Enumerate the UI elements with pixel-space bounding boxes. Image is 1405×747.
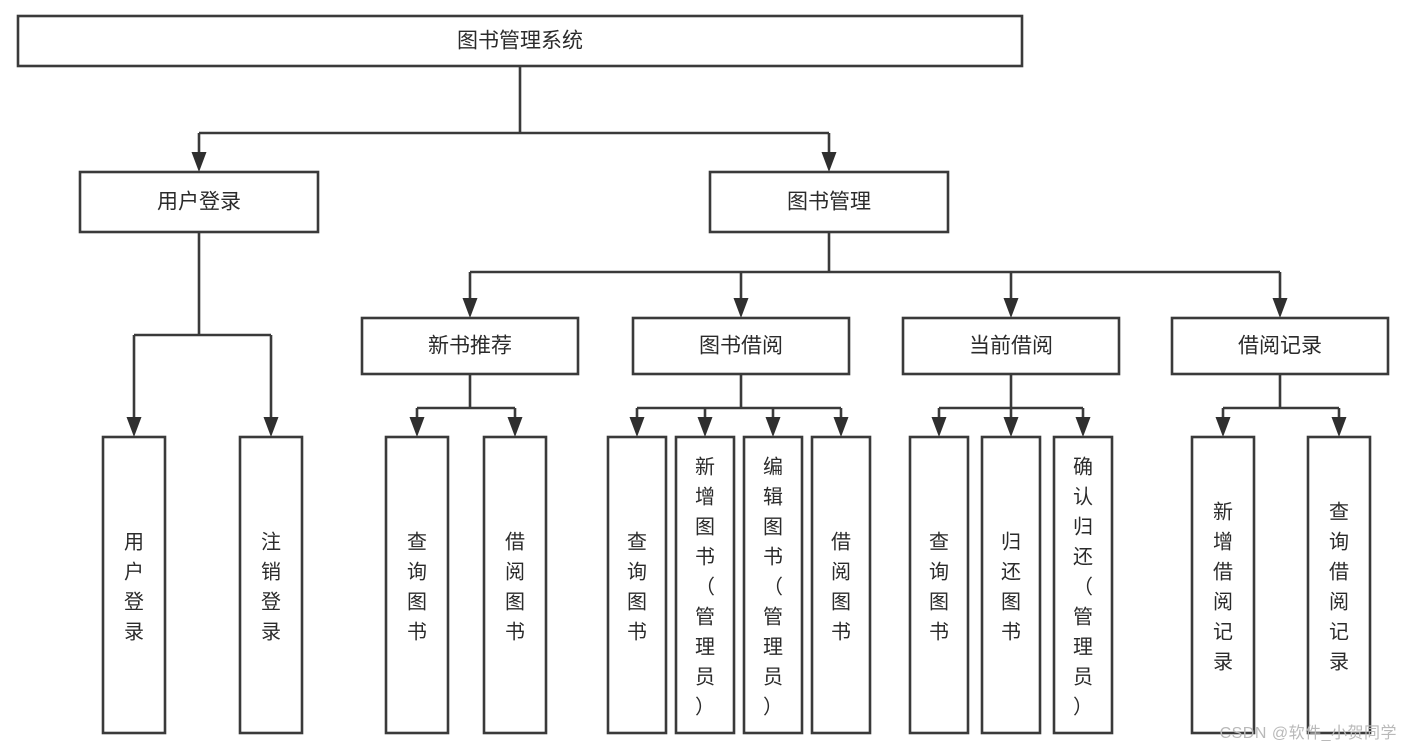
- leaf-label: 查询借阅记录: [1329, 500, 1349, 673]
- arrow-head-icon: [1272, 298, 1288, 318]
- leaf-label: 归还图书: [1001, 530, 1021, 643]
- node-user-login[interactable]: 用户登录: [78, 170, 320, 234]
- node-leaf-logout[interactable]: 注销登录: [238, 435, 304, 735]
- arrow-head-icon: [733, 298, 749, 318]
- node-label: 当前借阅: [969, 335, 1053, 358]
- node-label: 图书管理系统: [457, 30, 583, 53]
- node-box[interactable]: [742, 435, 804, 735]
- node-leaf-query-book-1[interactable]: 查询图书: [384, 435, 450, 735]
- arrow-head-icon: [1331, 417, 1347, 437]
- node-current-borrow[interactable]: 当前借阅: [901, 316, 1121, 376]
- arrow-head-icon: [833, 417, 849, 437]
- node-box[interactable]: [980, 435, 1042, 735]
- leaf-label: 查询图书: [407, 530, 427, 643]
- node-new-book-recommend[interactable]: 新书推荐: [360, 316, 580, 376]
- node-box[interactable]: [810, 435, 872, 735]
- node-box[interactable]: [101, 435, 167, 735]
- arrow-head-icon: [1215, 417, 1231, 437]
- node-label: 新书推荐: [428, 335, 512, 358]
- node-leaf-borrow-book-2[interactable]: 借阅图书: [810, 435, 872, 735]
- node-box[interactable]: [674, 435, 736, 735]
- node-leaf-confirm-return[interactable]: 确认归还（管理员）: [1052, 435, 1114, 735]
- node-leaf-add-record[interactable]: 新增借阅记录: [1190, 435, 1256, 735]
- node-box[interactable]: [482, 435, 548, 735]
- node-box[interactable]: [1306, 435, 1372, 735]
- leaf-label: 用户登录: [124, 531, 144, 643]
- arrow-head-icon: [765, 417, 781, 437]
- arrow-head-icon: [462, 298, 478, 318]
- arrow-head-icon: [126, 417, 142, 437]
- node-book-manage[interactable]: 图书管理: [708, 170, 950, 234]
- node-box[interactable]: [901, 316, 1121, 376]
- arrow-head-icon: [629, 417, 645, 437]
- node-box[interactable]: [1170, 316, 1390, 376]
- arrow-head-icon: [697, 417, 713, 437]
- node-leaf-query-book-3[interactable]: 查询图书: [908, 435, 970, 735]
- node-leaf-borrow-book-1[interactable]: 借阅图书: [482, 435, 548, 735]
- node-label: 图书管理: [787, 191, 871, 214]
- arrow-head-icon: [191, 152, 207, 172]
- leaf-label: 新增图书（管理员）: [695, 455, 715, 718]
- node-box[interactable]: [1052, 435, 1114, 735]
- node-root-book-management-system[interactable]: 图书管理系统: [16, 14, 1024, 68]
- arrow-head-icon: [821, 152, 837, 172]
- arrow-head-icon: [1003, 417, 1019, 437]
- node-label: 借阅记录: [1238, 335, 1322, 358]
- arrow-head-icon: [263, 417, 279, 437]
- node-box[interactable]: [908, 435, 970, 735]
- leaf-label: 查询图书: [627, 530, 647, 643]
- node-leaf-add-book[interactable]: 新增图书（管理员）: [674, 435, 736, 735]
- node-leaf-query-book-2[interactable]: 查询图书: [606, 435, 668, 735]
- node-box[interactable]: [238, 435, 304, 735]
- nodes-layer: 图书管理系统用户登录图书管理新书推荐图书借阅当前借阅借阅记录用户登录注销登录查询…: [16, 14, 1390, 735]
- arrow-head-icon: [507, 417, 523, 437]
- node-borrow-record[interactable]: 借阅记录: [1170, 316, 1390, 376]
- node-leaf-return-book[interactable]: 归还图书: [980, 435, 1042, 735]
- leaf-label: 编辑图书（管理员）: [763, 455, 783, 718]
- arrow-head-icon: [1003, 298, 1019, 318]
- arrow-head-icon: [931, 417, 947, 437]
- node-box[interactable]: [360, 316, 580, 376]
- node-box[interactable]: [78, 170, 320, 234]
- node-box[interactable]: [606, 435, 668, 735]
- node-box[interactable]: [16, 14, 1024, 68]
- node-label: 图书借阅: [699, 335, 783, 358]
- leaf-label: 新增借阅记录: [1213, 500, 1233, 673]
- node-leaf-query-record[interactable]: 查询借阅记录: [1306, 435, 1372, 735]
- node-box[interactable]: [631, 316, 851, 376]
- node-box[interactable]: [708, 170, 950, 234]
- leaf-label: 借阅图书: [505, 530, 525, 643]
- leaf-label: 确认归还（管理员）: [1073, 455, 1093, 718]
- leaf-label: 借阅图书: [831, 530, 851, 643]
- arrow-head-icon: [1075, 417, 1091, 437]
- leaf-label: 注销登录: [261, 530, 281, 643]
- node-box[interactable]: [384, 435, 450, 735]
- node-leaf-user-login[interactable]: 用户登录: [101, 435, 167, 735]
- node-leaf-edit-book[interactable]: 编辑图书（管理员）: [742, 435, 804, 735]
- connectors-layer: [126, 66, 1347, 437]
- leaf-label: 查询图书: [929, 530, 949, 643]
- arrow-head-icon: [409, 417, 425, 437]
- node-book-borrow[interactable]: 图书借阅: [631, 316, 851, 376]
- node-label: 用户登录: [157, 191, 241, 214]
- node-box[interactable]: [1190, 435, 1256, 735]
